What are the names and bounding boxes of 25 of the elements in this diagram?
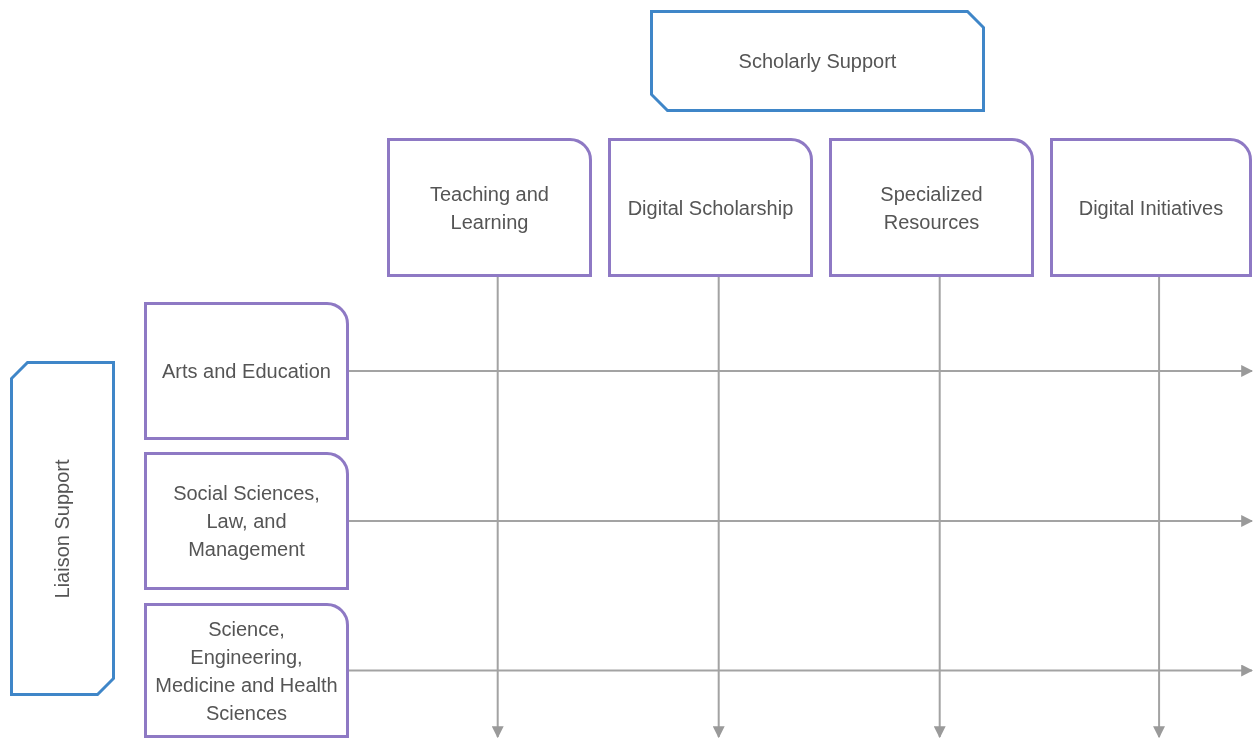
arrow bbox=[1153, 276, 1166, 739]
box-label: Teaching and Learning bbox=[429, 181, 550, 235]
box-label: Specialized Resources bbox=[879, 181, 984, 235]
arrow bbox=[491, 276, 504, 739]
arrow bbox=[712, 276, 725, 739]
box-label: Digital Scholarship bbox=[626, 195, 795, 221]
category-box bbox=[144, 302, 349, 440]
group-header-box bbox=[650, 10, 985, 112]
box-label: Social Sciences, Law, and Management bbox=[172, 481, 321, 562]
box-label: Science, Engineering, Medicine and Health Sciences bbox=[154, 616, 339, 726]
box-label: Liaison Support bbox=[50, 458, 75, 600]
category-box bbox=[829, 138, 1034, 277]
box-label: Scholarly Support bbox=[737, 49, 898, 74]
category-box bbox=[387, 138, 592, 277]
arrow bbox=[348, 365, 1254, 377]
arrow bbox=[933, 276, 946, 739]
arrow bbox=[348, 664, 1254, 677]
arrow bbox=[348, 515, 1254, 527]
category-box bbox=[1050, 138, 1252, 277]
category-box bbox=[144, 452, 349, 590]
category-box bbox=[608, 138, 813, 277]
category-box bbox=[144, 603, 349, 738]
box-label: Digital Initiatives bbox=[1077, 195, 1225, 221]
box-label: Arts and Education bbox=[161, 359, 332, 384]
group-header-box bbox=[10, 361, 115, 696]
